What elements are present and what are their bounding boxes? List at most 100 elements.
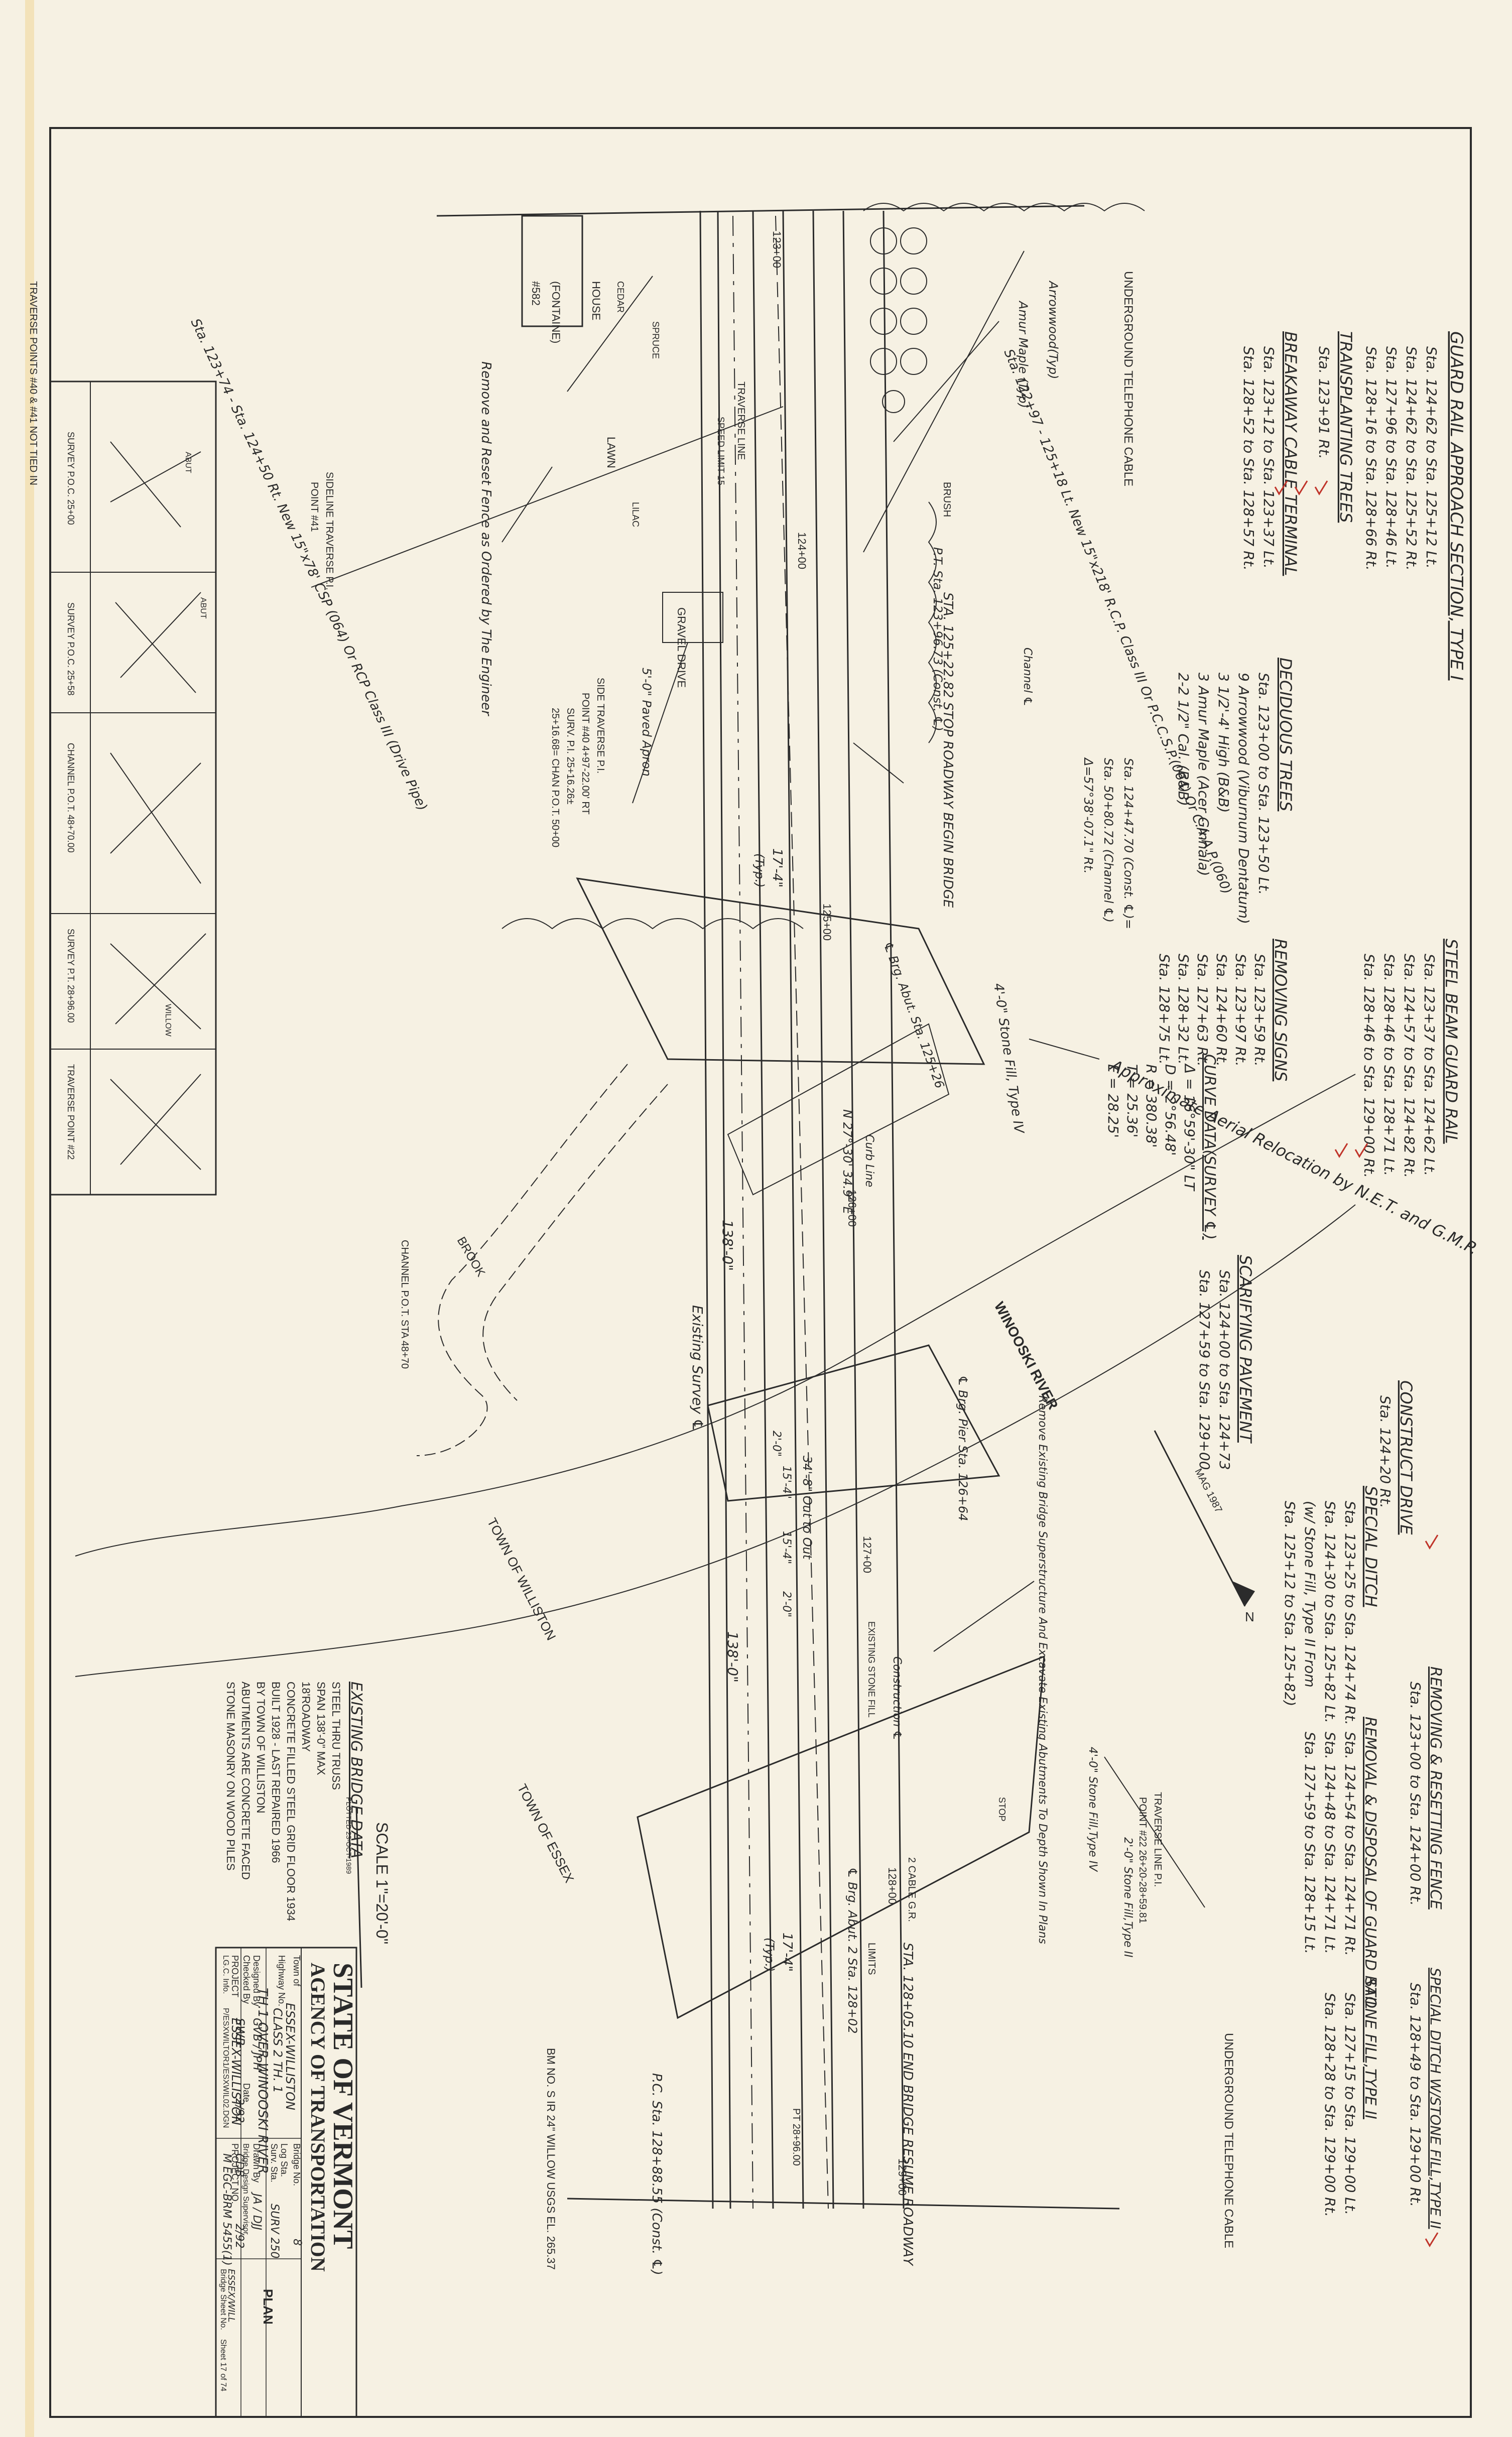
sideline-label: SIDELINE TRAVERSE P.I. <box>324 472 335 590</box>
existing-bridge-line-4: CONCRETE FILLED STEEL GRID FLOOR 1934 <box>285 1682 297 1921</box>
lgc-value: P/ESXWILTOR1/ESXWIL02.DGN <box>221 2008 230 2128</box>
gravel-drive-box <box>662 592 723 643</box>
dim-138-top: 138'-0" <box>719 1220 736 1271</box>
traverse-pi-2: POINT #22 26+20-28+59.81 <box>1137 1797 1148 1923</box>
existing-bridge-title: EXISTING BRIDGE DATA <box>347 1682 365 1858</box>
station-129: 129+00 <box>896 2158 909 2196</box>
bridge-deck-1 <box>727 1023 950 1196</box>
town-label: Town of <box>292 1955 302 1987</box>
guard-rail-line-4: Sta. 128+16 to Sta. 128+66 Rt. <box>1363 346 1379 571</box>
existing-stone-fill: EXISTING STONE FILL <box>866 1621 876 1718</box>
dim-15-4-a: 15'-4" <box>780 1466 793 1499</box>
removing-signs-line-2: Sta. 123+97 Rt. <box>1232 954 1249 1066</box>
existing-bridge-line-6: BY TOWN OF WILLISTON <box>255 1682 267 1813</box>
removing-signs-line-1: Sta. 123+59 Rt. <box>1251 954 1268 1066</box>
inset-willow: WILLOW <box>164 1004 172 1037</box>
lgc-label: LG.C. Info. <box>221 1955 230 1994</box>
scarifying-line-1: Sta. 124+00 to Sta. 124+73 <box>1216 1270 1233 1470</box>
cable-gr: 2 CABLE G.R. <box>906 1857 917 1922</box>
remove-bridge-note: Remove Existing Bridge Superstructure An… <box>1036 1395 1049 1944</box>
steel-beam-line-1: Sta. 123+37 to Sta. 124+62 Lt. <box>1421 954 1438 1176</box>
tree-line-side <box>928 501 937 743</box>
removal-disposal-line-3: Sta. 127+59 to Sta. 128+15 Lt. <box>1302 1732 1318 1954</box>
paved-apron: 5'-0" Paved Apron <box>640 668 654 777</box>
special-ditch-stone-line: Sta. 128+49 to Sta. 129+00 Rt. <box>1407 1983 1424 2207</box>
construct-drive-title: CONSTRUCT DRIVE <box>1397 1380 1416 1535</box>
typ-label-1: (Typ.) <box>752 853 767 887</box>
removing-signs-title: REMOVING SIGNS <box>1271 939 1290 1081</box>
surv-sta-label: Surv. Sta. <box>269 2143 279 2183</box>
traverse-line-pi: TRAVERSE LINE P.I. <box>1152 1792 1163 1887</box>
limits: LIMITS <box>866 1943 877 1975</box>
stone-fill-ii: 2'-0" Stone Fill,Type II <box>1121 1837 1134 1958</box>
notes-construct-drive: CONSTRUCT DRIVE Sta. 124+20 Rt. <box>1377 1380 1416 1535</box>
tree-cluster <box>870 227 927 413</box>
sheet-number: Sheet 17 of 74 <box>219 2339 227 2391</box>
notes-steel-beam: STEEL BEAM GUARD RAIL Sta. 123+37 to Sta… <box>1361 939 1461 1178</box>
inset-sketches: TRAVERSE POINTS #40 & #41 NOT TIED IN SU… <box>28 281 217 1196</box>
notes-special-ditch: SPECIAL DITCH Sta. 123+25 to Sta. 124+74… <box>1282 1486 1380 1725</box>
curb-line: Curb Line <box>863 1134 875 1187</box>
transplant-title: TRANSPLANTING TREES <box>1336 331 1355 523</box>
steel-beam-line-2: Sta. 124+57 to Sta. 124+82 Rt. <box>1401 954 1418 1178</box>
typ-label-2: (Typ.) <box>763 1938 777 1972</box>
notes-scarifying: SCARIFYING PAVEMENT Sta. 124+00 to Sta. … <box>1196 1255 1255 1470</box>
brg-abut-2: ℄ Brg. Abut. 2 Sta. 128+02 <box>845 1867 859 2033</box>
spruce-label: SPRUCE <box>651 321 661 359</box>
curve-data-line-4: T = 25.36' <box>1124 1064 1141 1137</box>
checked-label: Checked By <box>241 1955 251 2004</box>
tape-strip <box>25 0 34 2437</box>
date-value-2: 2/92 <box>233 2224 245 2248</box>
stone-fill-title: STONE FILL,TYPE II <box>1361 1978 1379 2119</box>
end-bridge: STA. 128+05.10 END BRIDGE RESUME ROADWAY <box>900 1943 915 2266</box>
special-ditch-line-2: Sta. 124+30 to Sta. 125+82 Lt. <box>1322 1501 1338 1723</box>
curve-data-line-5: E = 28.25' <box>1105 1064 1121 1138</box>
station-128: 128+00 <box>886 1867 899 1904</box>
special-ditch-stone-title: SPECIAL DITCH W/STONE FILL,TYPE II <box>1427 1968 1444 2229</box>
scale-bar <box>355 1807 362 1988</box>
inset-traverse-22: TRAVERSE POINT #22 <box>66 1064 76 1160</box>
notes-removing-signs: REMOVING SIGNS Sta. 123+59 Rt. Sta. 123+… <box>1156 939 1290 1081</box>
removal-disposal-line-1: Sta. 124+54 to Sta. 124+71 Rt. <box>1342 1732 1358 1956</box>
bridge-pier <box>707 1344 1000 1502</box>
stop-roadway: STA. 125+22.82 STOP ROADWAY BEGIN BRIDGE <box>940 592 955 908</box>
bridge-no-label: Bridge No. <box>292 2143 302 2186</box>
dim-15-4-b: 15'-4" <box>780 1531 793 1564</box>
curve-data-line-3: R = 380.38' <box>1143 1064 1160 1147</box>
scale-label: SCALE 1"=20'-0" <box>373 1822 391 1944</box>
curve-station: Sta. 124+47.70 (Const. ℄)= <box>1121 758 1136 929</box>
brook-right <box>482 1084 668 1401</box>
bridge-abutment-1 <box>576 877 985 1065</box>
road-name: TH.1 OVER WINOOSKI RIVER <box>255 1988 270 2174</box>
removing-fence-title: REMOVING & RESETTING FENCE <box>1427 1666 1444 1909</box>
lawn-label: LAWN <box>605 437 617 468</box>
existing-bridge-line-7: ABUTMENTS ARE CONCRETE FACED <box>239 1682 252 1880</box>
curve-data-line-1: Δ = 16°59'-30" LT <box>1181 1063 1198 1192</box>
guard-rail-line-1: Sta. 124+62 to Sta. 125+12 Lt. <box>1423 346 1440 569</box>
lilac-label: LILAC <box>631 502 641 527</box>
river-bank-left <box>75 1074 1356 1557</box>
bridge-abutment-2 <box>637 1655 1045 2019</box>
steel-beam-title: STEEL BEAM GUARD RAIL <box>1442 939 1461 1144</box>
delta-value: Δ=57°38'-07.1" Rt. <box>1081 757 1095 874</box>
highway-label: Highway No. <box>277 1955 287 2006</box>
deciduous-line-4: 3 Amur Maple (Acer Ginnala) <box>1195 673 1212 876</box>
inset-survey-1: SURVEY P.O.C. 25+00 <box>66 432 76 525</box>
sheet-title: PLAN <box>261 2289 276 2325</box>
special-ditch-line-1: Sta. 123+25 to Sta. 124+74 Rt. <box>1342 1501 1358 1725</box>
state-title: STATE OF VERMONT <box>327 1963 358 2249</box>
removal-disposal-line-2: Sta. 124+48 to Sta. 124+71 Lt. <box>1322 1732 1338 1954</box>
transplant-line: Sta. 123+91 Rt. <box>1316 346 1332 459</box>
brush-label: BRUSH <box>941 482 952 517</box>
traverse-pi: SIDE TRAVERSE P.I. <box>595 678 606 774</box>
supervisor-value: CDB <box>233 2153 245 2177</box>
notes-curve-data: CURVE DATA(SURVEY ℄) Δ = 16°59'-30" LT D… <box>1105 1054 1218 1240</box>
stone-fill-iv-2: 4'-0" Stone Fill,Type IV <box>1086 1747 1099 1872</box>
special-ditch-title: SPECIAL DITCH <box>1361 1486 1380 1607</box>
inset-channel: CHANNEL P.O.T. 48+70.00 <box>66 743 76 853</box>
project-no-label: PROJECT NO. <box>230 2143 240 2204</box>
breakaway-line-1: Sta. 123+12 to Sta. 123+37 Lt. <box>1261 346 1277 569</box>
steel-beam-line-3: Sta. 128+46 to Sta. 128+71 Lt. <box>1381 954 1398 1176</box>
inset-abut-1: ABUT <box>184 452 192 473</box>
inset-title: TRAVERSE POINTS #40 & #41 NOT TIED IN <box>28 281 39 485</box>
